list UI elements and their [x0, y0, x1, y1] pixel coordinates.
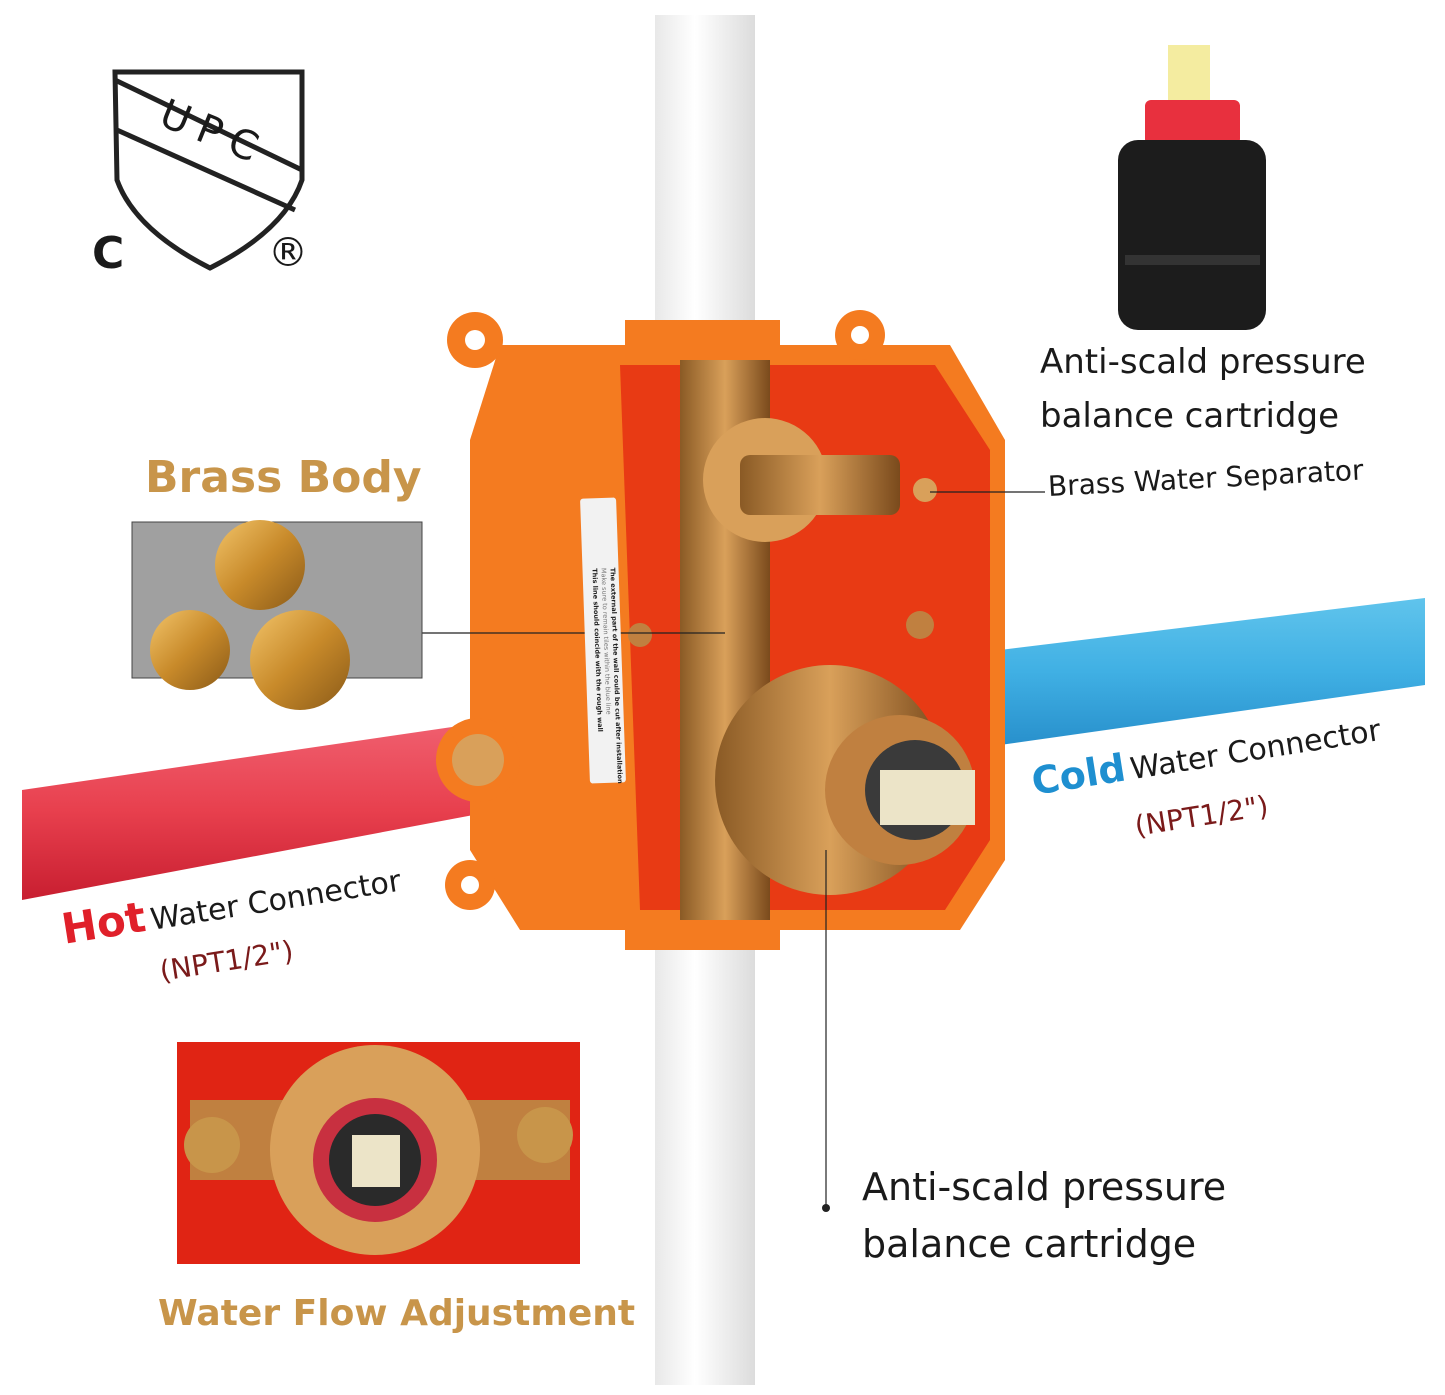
- upc-registered-mark: ®: [268, 230, 308, 276]
- upc-c-mark: C: [92, 228, 125, 279]
- top-cartridge-label-1: Anti-scald pressure: [1040, 342, 1366, 382]
- cold-pipe: [1000, 598, 1425, 745]
- brass-bars-photo: [131, 520, 423, 710]
- bottom-cartridge-label-2: balance cartridge: [862, 1222, 1197, 1266]
- hot-pipe: [22, 720, 500, 900]
- upc-logo: [112, 69, 305, 271]
- water-flow-label: Water Flow Adjustment: [158, 1293, 636, 1334]
- top-cartridge-label-2: balance cartridge: [1040, 396, 1340, 436]
- brass-body-label: Brass Body: [145, 452, 422, 503]
- water-flow-photo: [177, 1042, 580, 1264]
- bottom-cartridge-label-1: Anti-scald pressure: [862, 1165, 1227, 1209]
- valve-box: [436, 310, 1005, 950]
- cartridge-photo: [1118, 45, 1266, 330]
